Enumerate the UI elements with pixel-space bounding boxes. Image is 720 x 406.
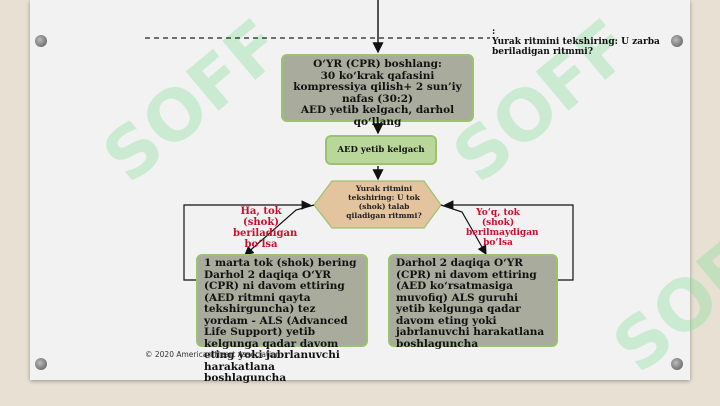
pin-bottom-right-icon <box>671 358 683 370</box>
start-cpr-box: O‘YR (CPR) boshlang: 30 ko‘krak qafasini… <box>281 54 474 127</box>
yes-shockable-label: Ha, tok (shok) beriladigan bo‘lsa <box>233 206 298 250</box>
right-loop-line <box>443 200 574 281</box>
no-shock-advised-box: Darhol 2 daqiqa O‘YR (CPR) ni davom etti… <box>388 254 558 349</box>
pin-bottom-left-icon <box>35 358 47 370</box>
no-shockable-label: Yo‘q, tok (shok) berilmaydigan bo‘lsa <box>466 208 539 248</box>
aed-arrives-box: AED yetib kelgach <box>325 135 437 165</box>
left-loop-line <box>183 200 312 281</box>
copyright-footer: © 2020 American Heart Association <box>145 350 281 359</box>
decision-text: Yurak ritmini tekshiring: U tok (shok) t… <box>346 184 422 220</box>
shock-advised-box: 1 marta tok (shok) bering Darhol 2 daqiq… <box>196 254 368 384</box>
note-mark: : <box>492 27 496 37</box>
note-check-rhythm: Yurak ritmini tekshiring: U zarba berila… <box>492 37 660 57</box>
pin-top-right-icon <box>671 35 683 47</box>
pin-top-left-icon <box>35 35 47 47</box>
